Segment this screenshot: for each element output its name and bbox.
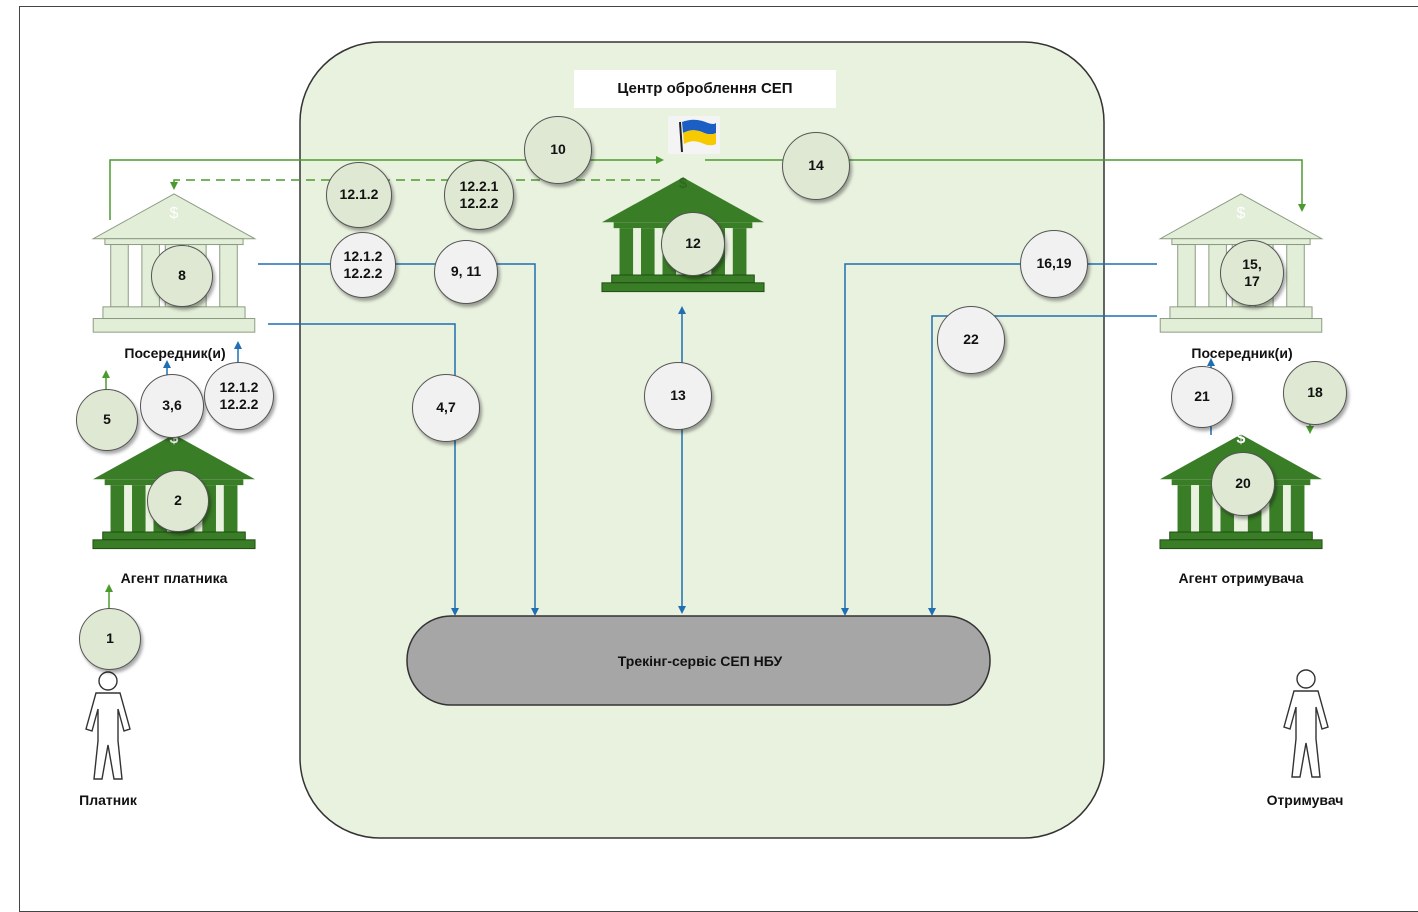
center-title: Центр оброблення СЕП — [574, 70, 836, 108]
step-badge-21: 21 — [1171, 366, 1233, 428]
payee-agent-label: Агент отримувача — [1178, 570, 1304, 586]
payer-label: Платник — [79, 792, 137, 808]
step-badge-8: 8 — [151, 245, 213, 307]
step-badge-13: 13 — [644, 362, 712, 430]
flow-22 — [928, 315, 1157, 616]
step-badge-12-2-1: 12.2.1 12.2.2 — [444, 160, 514, 230]
step-badge-5: 5 — [76, 389, 138, 451]
payee-label: Отримувач — [1266, 792, 1344, 808]
step-badge-12-top: 12.1.2 — [326, 162, 392, 228]
step-badge-9-11: 9, 11 — [434, 240, 498, 304]
step-badge-2: 2 — [147, 470, 209, 532]
flow-14 — [705, 159, 1306, 212]
payer-agent-label: Агент платника — [120, 570, 228, 586]
step-badge-4-7: 4,7 — [412, 374, 480, 442]
flow-4-7 — [268, 323, 459, 616]
dollar-icon-payee-agent: $ — [1237, 430, 1246, 447]
person-icon-payee — [1283, 669, 1329, 778]
intermediary-left-label: Посередник(и) — [124, 345, 226, 361]
person-icon-payer — [85, 671, 131, 780]
sep-center-panel — [299, 41, 1105, 839]
tracking-service-shape — [406, 615, 991, 706]
intermediary-right-label: Посередник(и) — [1191, 345, 1293, 361]
dollar-icon-center: $ — [679, 175, 688, 192]
step-badge-3-6: 3,6 — [140, 374, 204, 438]
step-badge-22: 22 — [937, 306, 1005, 374]
dollar-icon-payer-agent: $ — [170, 430, 179, 447]
step-badge-12-low: 12.1.2 12.2.2 — [204, 362, 274, 430]
step-badge-12-mid: 12.1.2 12.2.2 — [330, 232, 396, 298]
step-badge-12: 12 — [661, 212, 725, 276]
dollar-icon-right-intermediary: $ — [1237, 205, 1246, 222]
ukraine-flag-icon — [668, 116, 720, 154]
flow-12-return — [170, 179, 660, 190]
step-badge-15-17: 15, 17 — [1220, 240, 1284, 306]
step-badge-18: 18 — [1283, 361, 1347, 425]
step-badge-1: 1 — [79, 608, 141, 670]
step-badge-16-19: 16,19 — [1020, 230, 1088, 298]
step-badge-14: 14 — [782, 132, 850, 200]
step-badge-10: 10 — [524, 116, 592, 184]
tracking-service-label: Трекінг-сервіс СЕП НБУ — [617, 653, 783, 669]
dollar-icon-left-intermediary: $ — [170, 205, 179, 222]
step-badge-20: 20 — [1211, 452, 1275, 516]
